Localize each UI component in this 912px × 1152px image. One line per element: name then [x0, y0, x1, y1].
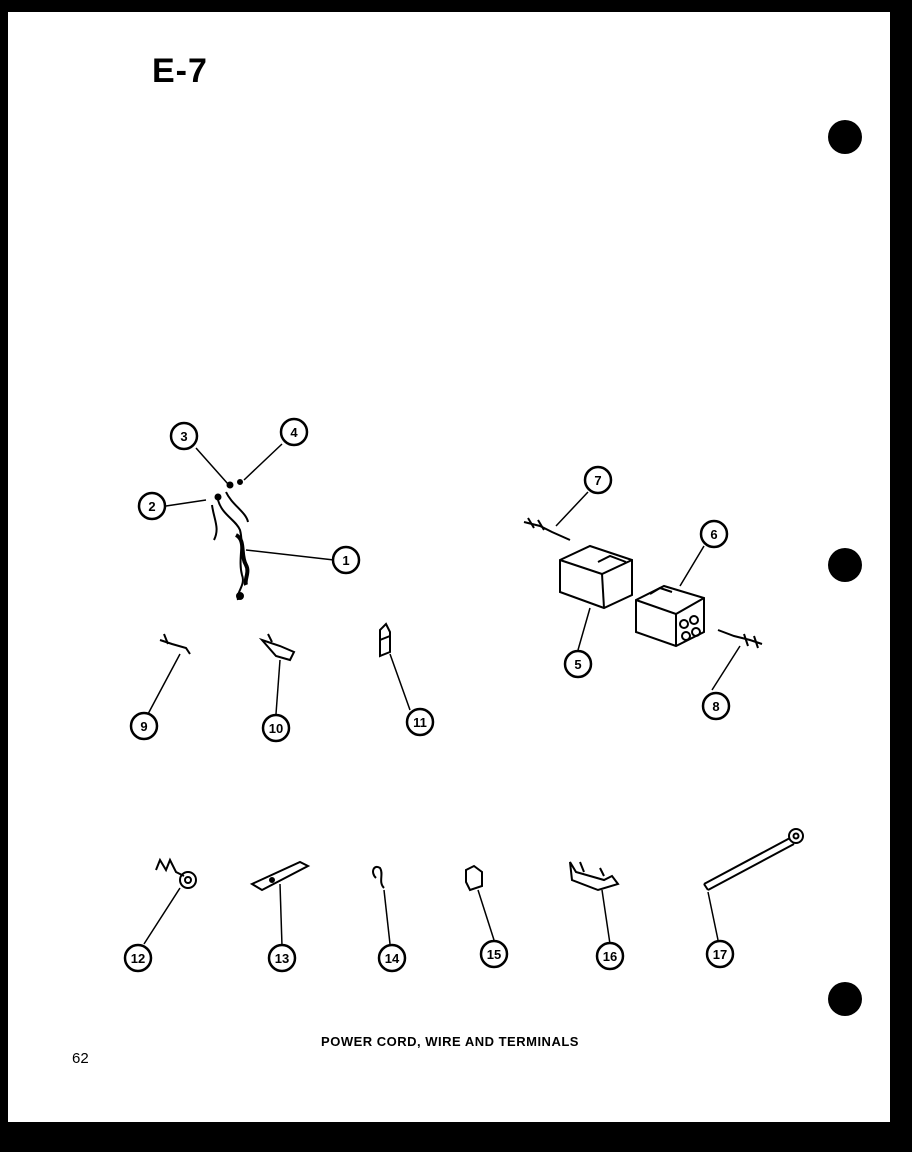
svg-text:14: 14 — [385, 951, 400, 966]
svg-text:3: 3 — [180, 429, 187, 444]
svg-text:9: 9 — [140, 719, 147, 734]
scan-border-right — [890, 0, 912, 1152]
scan-border-left — [0, 0, 8, 1152]
callout-10: 10 — [261, 713, 291, 743]
svg-text:8: 8 — [712, 699, 719, 714]
svg-text:17: 17 — [713, 947, 727, 962]
callout-2: 2 — [137, 491, 167, 521]
scan-border-top — [0, 0, 912, 12]
callout-16: 16 — [595, 941, 625, 971]
callout-4: 4 — [279, 417, 309, 447]
scan-border-bottom — [0, 1122, 912, 1152]
callout-8: 8 — [701, 691, 731, 721]
callout-7: 7 — [583, 465, 613, 495]
punch-hole-bottom — [828, 982, 862, 1016]
svg-text:13: 13 — [275, 951, 289, 966]
callout-5: 5 — [563, 649, 593, 679]
callout-9: 9 — [129, 711, 159, 741]
page-code: E-7 — [152, 52, 208, 90]
svg-text:4: 4 — [290, 425, 298, 440]
svg-text:12: 12 — [131, 951, 145, 966]
bottom-parts-row — [155, 828, 804, 892]
svg-text:10: 10 — [269, 721, 283, 736]
callout-13: 13 — [267, 943, 297, 973]
callout-14: 14 — [377, 943, 407, 973]
svg-text:7: 7 — [594, 473, 601, 488]
power-cord-part — [211, 479, 250, 601]
callout-11: 11 — [405, 707, 435, 737]
diagram-caption: POWER CORD, WIRE AND TERMINALS — [321, 1034, 579, 1049]
callout-3: 3 — [169, 421, 199, 451]
svg-text:16: 16 — [603, 949, 617, 964]
svg-text:15: 15 — [487, 947, 501, 962]
connector-housing-part — [559, 544, 705, 648]
svg-text:1: 1 — [342, 553, 349, 568]
callout-15: 15 — [479, 939, 509, 969]
svg-text:2: 2 — [148, 499, 155, 514]
callout-17: 17 — [705, 939, 735, 969]
punch-hole-middle — [828, 548, 862, 582]
pin-terminal-part — [523, 517, 763, 649]
callout-1: 1 — [331, 545, 361, 575]
leader-lines — [143, 443, 741, 947]
svg-text:11: 11 — [413, 715, 427, 730]
punch-hole-top — [828, 120, 862, 154]
svg-text:6: 6 — [710, 527, 717, 542]
small-terminals-row — [159, 622, 391, 662]
callout-6: 6 — [699, 519, 729, 549]
svg-text:5: 5 — [574, 657, 581, 672]
callout-12: 12 — [123, 943, 153, 973]
page-number: 62 — [72, 1050, 89, 1067]
